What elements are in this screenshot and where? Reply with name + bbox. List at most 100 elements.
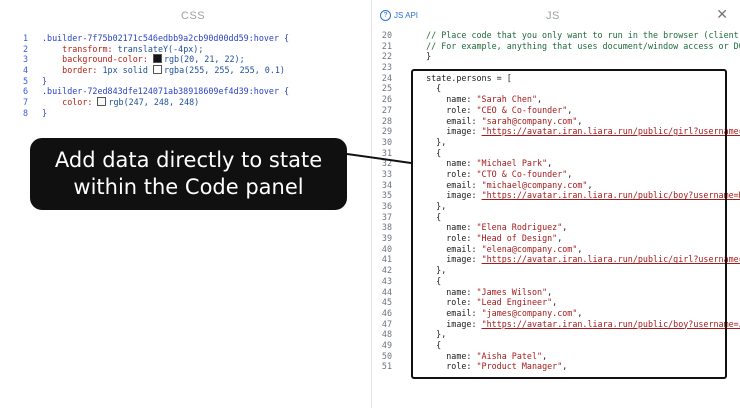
code-line[interactable]: 44 name: "James Wilson", [372,287,740,298]
code-token: "https://avatar.iran.liara.run/public/bo… [481,318,740,329]
line-number: 50 [381,350,392,361]
code-text: name: "Elena Rodriguez", [416,222,567,233]
code-line[interactable]: 24 state.persons = [ [372,73,740,84]
line-number: 36 [381,201,392,211]
code-line[interactable]: 29 image: "https://avatar.iran.liara.run… [372,126,740,137]
js-panel-title: JS [546,10,560,22]
code-token: "https://avatar.iran.liara.run/public/gi… [481,254,740,265]
code-line[interactable]: 37 { [372,212,740,223]
code-line[interactable]: 30 }, [372,137,740,148]
code-line[interactable]: 25 { [372,83,740,94]
code-token: // Place code that you only want to run … [426,30,739,40]
code-text: }, [416,137,446,148]
code-token: , [577,243,583,254]
code-token: image: [416,254,482,265]
line-number: 47 [381,318,392,329]
code-text: background-color: rgb(20, 21, 22); [42,54,245,65]
code-token: "michael@company.com" [481,179,588,190]
code-line[interactable]: 22 } [372,51,740,62]
line-number: 27 [381,104,392,115]
code-line[interactable]: 49 { [372,340,740,351]
line-number: 21 [381,40,392,51]
panel-divider[interactable] [371,0,372,408]
js-api-link[interactable]: ? JS API [380,10,418,21]
code-text: border: 1px solid rgba(255, 255, 255, 0.… [42,65,285,76]
code-token: { [416,275,442,286]
code-token: role: [416,168,477,179]
highlight-box [411,69,727,379]
code-text: }, [416,265,446,276]
color-swatch-icon[interactable] [97,97,107,107]
code-token: "Lead Engineer" [476,297,553,308]
code-line[interactable]: 39 role: "Head of Design", [372,233,740,244]
line-number: 23 [381,62,392,73]
line-number: 48 [381,329,392,340]
line-number: 1 [22,33,28,43]
code-line[interactable]: 41 image: "https://avatar.iran.liara.run… [372,254,740,265]
code-line[interactable]: 33 role: "CTO & Co-founder", [372,169,740,180]
js-code-editor[interactable]: 20 // Place code that you only want to r… [372,30,740,372]
code-line[interactable]: 28 email: "sarah@company.com", [372,116,740,127]
code-text: name: "Aisha Patel", [416,351,547,362]
code-text: image: "https://avatar.iran.liara.run/pu… [416,190,740,201]
code-token: , [577,115,583,126]
code-token: image: [416,190,482,201]
code-line[interactable]: 32 name: "Michael Park", [372,158,740,169]
code-line[interactable]: 27 role: "CEO & Co-founder", [372,105,740,116]
code-line[interactable]: 35 image: "https://avatar.iran.liara.run… [372,190,740,201]
code-token: role: [416,297,477,308]
code-text: image: "https://avatar.iran.liara.run/pu… [416,254,740,265]
code-line[interactable]: 21 // For example, anything that uses do… [372,41,740,52]
close-icon[interactable]: ✕ [716,7,728,23]
code-token: "CTO & Co-founder" [476,168,568,179]
code-token: , [547,286,553,297]
code-line[interactable]: 45 role: "Lead Engineer", [372,297,740,308]
code-text: }, [416,329,446,340]
css-panel-title: CSS [181,10,206,22]
code-token: email: [416,307,482,318]
code-token: rgba(255, 255, 255, 0.1) [163,65,285,76]
code-text: image: "https://avatar.iran.liara.run/pu… [416,126,740,137]
code-token: "CEO & Co-founder" [476,104,568,115]
code-token: "Sarah Chen" [476,94,538,105]
code-token: "Aisha Patel" [476,350,543,361]
code-line[interactable]: 34 email: "michael@company.com", [372,180,740,191]
code-line[interactable]: 47 image: "https://avatar.iran.liara.run… [372,319,740,330]
code-text: image: "https://avatar.iran.liara.run/pu… [416,319,740,330]
code-text: { [416,212,441,223]
code-token: name: [416,222,477,233]
line-number: 41 [381,254,392,265]
code-text: } [416,51,431,62]
color-swatch-icon[interactable] [152,65,162,75]
code-text: } [42,76,47,87]
line-number: 43 [381,275,392,286]
code-token: , [537,94,543,105]
line-number: 37 [381,211,392,222]
code-text: role: "Head of Design", [416,233,562,244]
code-token: "Michael Park" [476,158,548,169]
code-token: , [562,361,568,372]
code-line[interactable]: 20 // Place code that you only want to r… [372,30,740,41]
code-line[interactable]: 46 email: "james@company.com", [372,308,740,319]
code-line[interactable]: 43 { [372,276,740,287]
code-line[interactable]: 26 name: "Sarah Chen", [372,94,740,105]
code-line[interactable]: 50 name: "Aisha Patel", [372,351,740,362]
code-token: , [577,307,583,318]
code-line[interactable]: 42 }, [372,265,740,276]
color-swatch-icon[interactable] [152,54,162,64]
line-number: 20 [381,30,392,40]
code-text: role: "CTO & Co-founder", [416,169,572,180]
code-text: }, [416,201,446,212]
code-token: , [542,350,548,361]
code-text: role: "CEO & Co-founder", [416,105,572,116]
line-number: 24 [381,72,392,83]
code-line[interactable]: 40 email: "elena@company.com", [372,244,740,255]
code-line[interactable]: 51 role: "Product Manager", [372,361,740,372]
code-line[interactable]: 31 { [372,148,740,159]
code-line[interactable]: 38 name: "Elena Rodriguez", [372,222,740,233]
code-token: } [42,75,48,86]
code-line[interactable]: 48 }, [372,329,740,340]
code-line[interactable]: 23 [372,62,740,73]
code-line[interactable]: 36 }, [372,201,740,212]
line-number: 44 [381,286,392,297]
